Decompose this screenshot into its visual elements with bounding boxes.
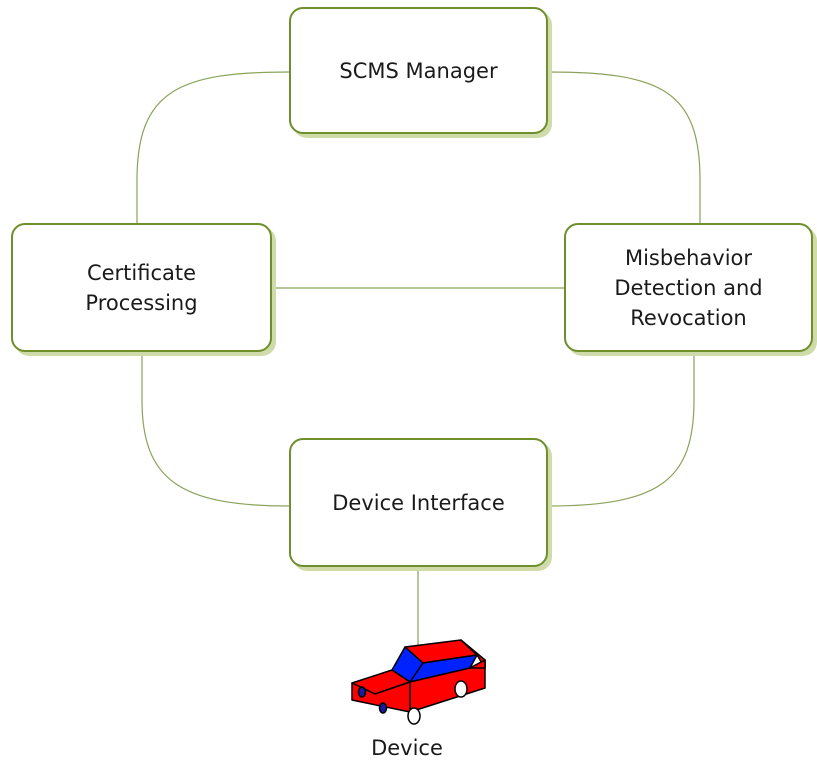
certificate-processing-box: Certificate Processing [11,223,272,352]
connector-scms-certificate [136,71,290,223]
connector-scms-misbehavior [547,71,701,223]
misbehavior-detection-label: Misbehavior Detection and Revocation [614,245,763,330]
misbehavior-detection-box: Misbehavior Detection and Revocation [564,223,813,352]
scms-manager-label: SCMS Manager [339,58,498,83]
connector-misbehavior-device-interface [547,352,695,507]
scms-manager-box: SCMS Manager [289,7,548,134]
rear-wheel [454,680,468,698]
connector-certificate-device-interface [141,352,290,507]
certificate-processing-label: Certificate Processing [85,260,198,315]
front-wheel [407,707,421,725]
device-label: Device [371,736,443,760]
headlight-right [378,702,388,714]
device-interface-label: Device Interface [332,490,505,515]
headlight-left [357,686,367,698]
car-icon [351,639,486,725]
device-interface-box: Device Interface [289,438,548,567]
